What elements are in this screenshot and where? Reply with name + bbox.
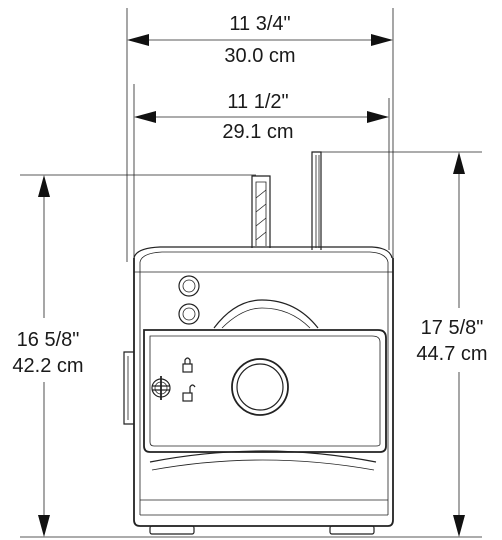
carry-handle	[251, 175, 271, 248]
feet	[149, 525, 375, 535]
top-dome	[213, 299, 319, 329]
control-knob-lower	[178, 303, 200, 325]
front-door	[143, 329, 387, 453]
extension-lines	[20, 8, 482, 538]
rear-panel	[311, 151, 322, 250]
overall-width-metric-label: 30.0 cm	[224, 45, 295, 67]
dimension-line-overall-height	[453, 152, 465, 537]
dimension-line-overall-width	[127, 34, 393, 46]
body-width-metric-label: 29.1 cm	[222, 121, 293, 143]
side-latch-housing	[123, 351, 134, 425]
device-outline	[123, 151, 394, 535]
control-knob-upper	[178, 275, 200, 297]
body-height-imperial-label: 16 5/8"	[17, 329, 80, 351]
overall-height-imperial-label: 17 5/8"	[421, 317, 484, 339]
lock-knob	[151, 376, 171, 400]
lock-closed-icon	[182, 357, 193, 373]
dimension-line-body-width	[134, 111, 389, 123]
overall-width-imperial-label: 11 3/4"	[229, 13, 290, 35]
top-rim	[133, 246, 393, 259]
body-height-metric-label: 42.2 cm	[12, 355, 83, 377]
viewing-window	[231, 358, 289, 416]
main-body	[133, 258, 394, 527]
body-width-imperial-label: 11 1/2"	[227, 91, 288, 113]
lower-apron	[149, 450, 377, 463]
dimension-line-body-height	[38, 175, 50, 537]
overall-height-metric-label: 44.7 cm	[416, 343, 487, 365]
lock-open-icon	[182, 384, 196, 402]
